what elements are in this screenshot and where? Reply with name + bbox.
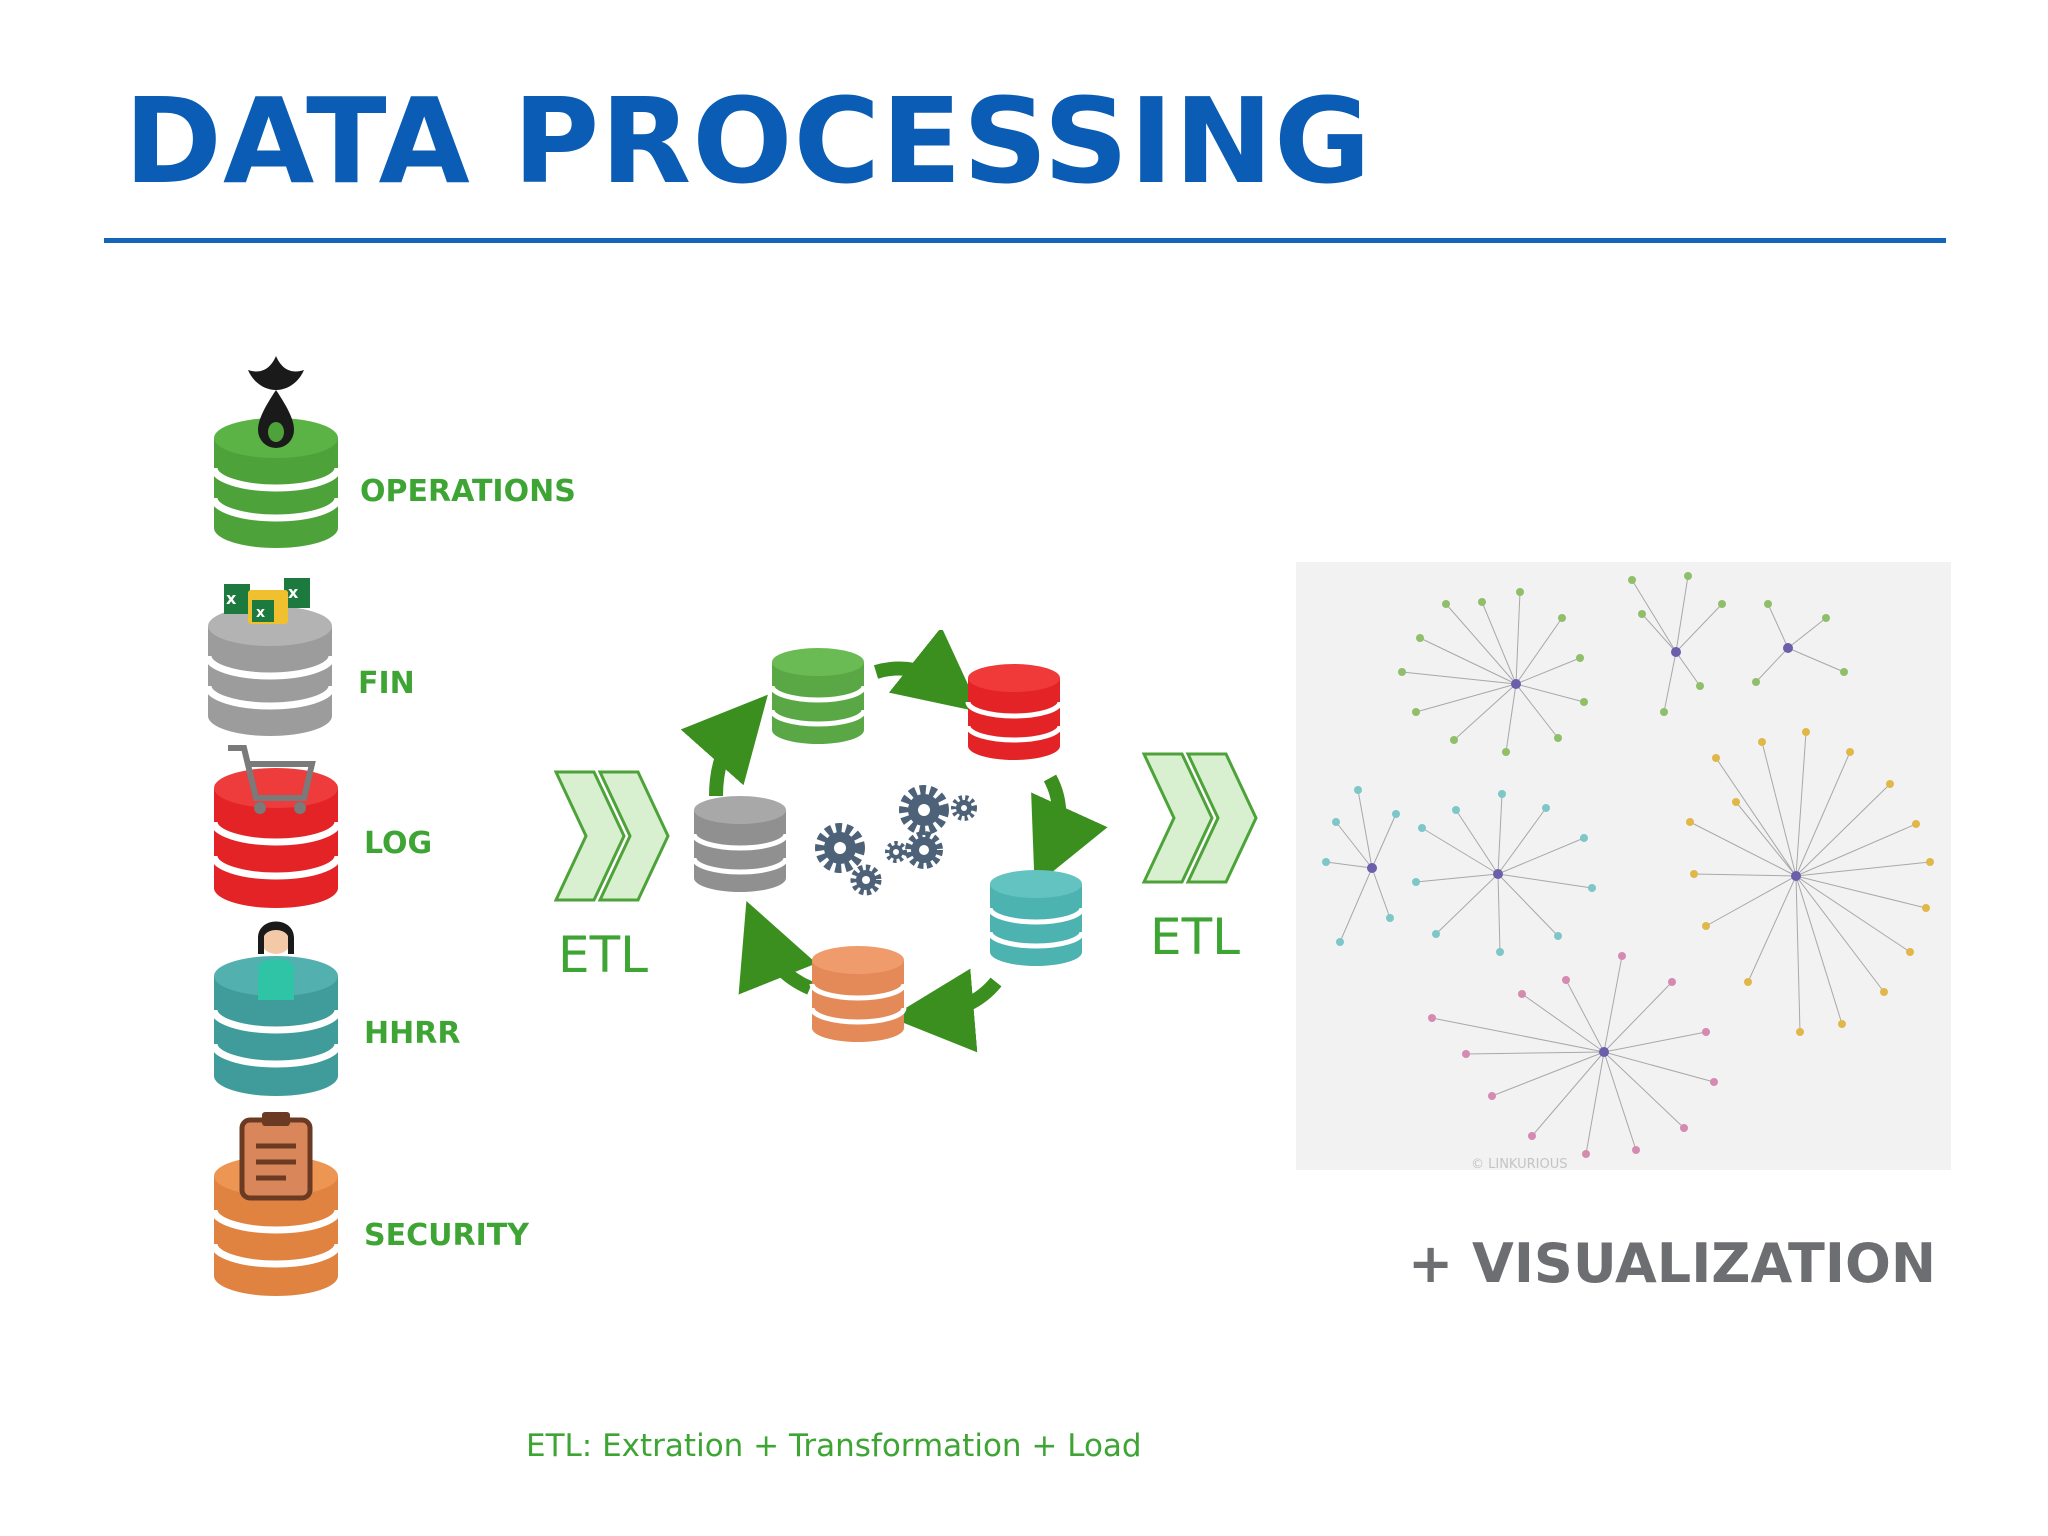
svg-text:x: x xyxy=(256,605,265,621)
shopping-cart-icon xyxy=(228,745,316,814)
cycle-arrow-1 xyxy=(873,630,981,713)
hhrr-database-icon xyxy=(210,956,342,1096)
plant-drop-icon xyxy=(248,356,304,448)
cycle-database-red xyxy=(965,664,1063,760)
cycle-arrow-2 xyxy=(1031,774,1108,887)
cycle-database-orange xyxy=(809,946,907,1042)
svg-text:x: x xyxy=(226,589,237,608)
etl-right-label: ETL xyxy=(1150,908,1240,966)
source-label-security: SECURITY xyxy=(364,1218,529,1253)
etl-right-chevron-icon xyxy=(1142,752,1258,884)
etl-cycle-diagram xyxy=(680,630,1108,1053)
log-database-icon xyxy=(210,768,342,908)
network-graph-image: © LINKURIOUS xyxy=(1296,562,1951,1172)
visualization-label: + VISUALIZATION xyxy=(1408,1232,1937,1295)
cycle-arrow-4 xyxy=(738,901,817,995)
cycle-arrow-5 xyxy=(680,694,768,797)
cycle-database-gray xyxy=(691,796,789,892)
source-label-log: LOG xyxy=(364,826,433,861)
excel-folder-icon: x x x xyxy=(224,578,310,624)
cycle-database-green xyxy=(769,648,867,744)
cycle-arrow-3 xyxy=(890,968,1002,1053)
network-watermark: © LINKURIOUS xyxy=(1471,1157,1568,1172)
page-title: DATA PROCESSING xyxy=(124,72,1372,210)
title-divider xyxy=(104,238,1946,243)
etl-footnote: ETL: Extration + Transformation + Load xyxy=(526,1428,1142,1464)
source-database-stack: x x x xyxy=(204,356,342,1296)
source-label-hhrr: HHRR xyxy=(364,1016,461,1051)
source-label-fin: FIN xyxy=(358,666,415,701)
source-label-operations: OPERATIONS xyxy=(360,474,576,509)
network-graph-drawing xyxy=(1322,572,1934,1158)
svg-text:x: x xyxy=(288,583,299,602)
person-icon xyxy=(258,921,294,1000)
gears-icon xyxy=(815,785,977,896)
clipboard-icon xyxy=(239,1112,313,1201)
etl-left-label: ETL xyxy=(558,926,648,984)
fin-database-icon xyxy=(204,606,336,736)
etl-left-chevron-icon xyxy=(554,770,670,902)
cycle-database-teal xyxy=(987,870,1085,966)
